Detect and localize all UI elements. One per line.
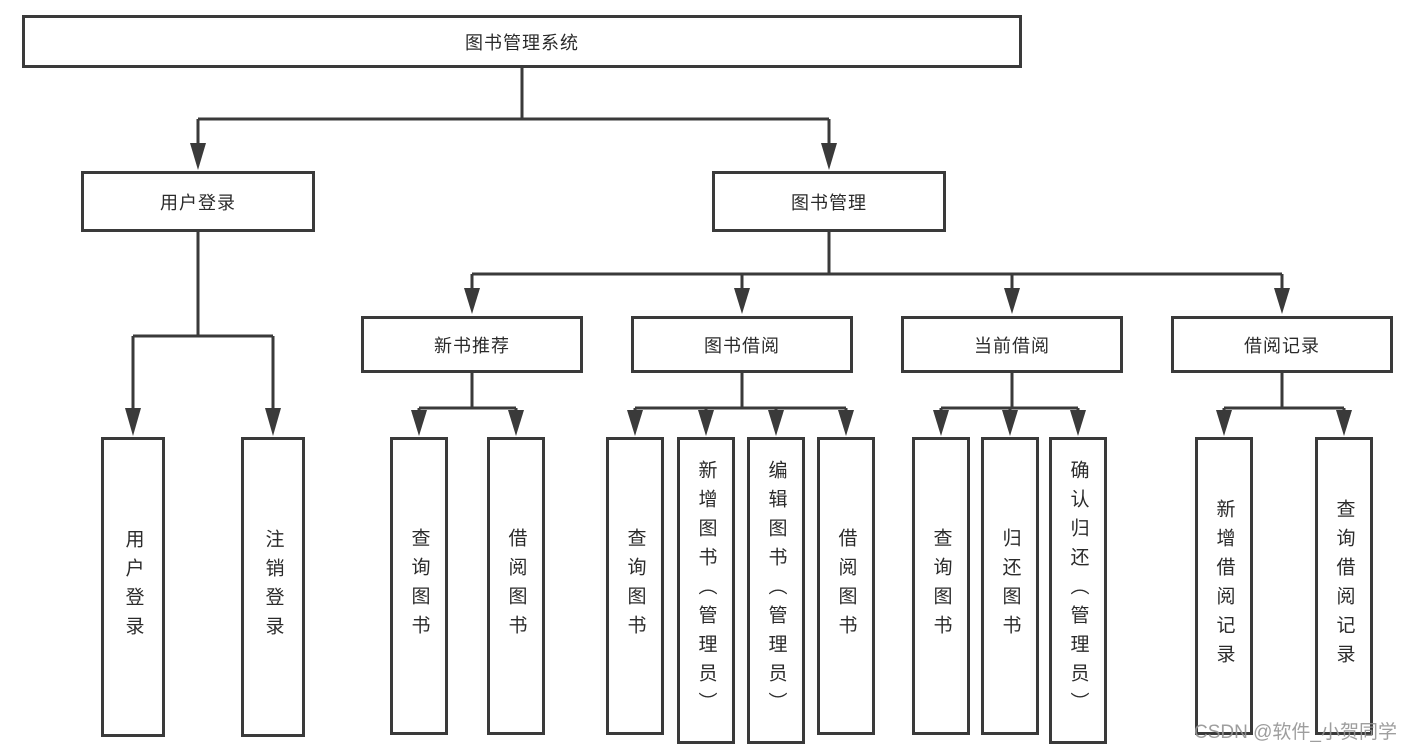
leaf-logout-login-label: 注销登录 (262, 529, 284, 645)
leaf-edit-books-admin-label: 编辑图书（管理员） (765, 460, 787, 721)
node-new-book-recommend: 新书推荐 (361, 316, 583, 373)
leaf-recommend-query-books-label: 查询图书 (408, 528, 430, 644)
node-borrowing-records-label: 借阅记录 (1244, 335, 1320, 356)
node-user-login: 用户登录 (81, 171, 315, 232)
leaf-recommend-borrow-books-label: 借阅图书 (505, 528, 527, 644)
leaf-current-query-books-label: 查询图书 (930, 528, 952, 644)
node-book-management-label: 图书管理 (791, 192, 867, 213)
node-book-management: 图书管理 (712, 171, 946, 232)
leaf-recommend-query-books: 查询图书 (390, 437, 448, 735)
node-book-borrowing-label: 图书借阅 (704, 335, 780, 356)
node-new-book-recommend-label: 新书推荐 (434, 335, 510, 356)
leaf-logout-login: 注销登录 (241, 437, 305, 737)
node-current-borrowing: 当前借阅 (901, 316, 1123, 373)
node-book-borrowing: 图书借阅 (631, 316, 853, 373)
leaf-user-login: 用户登录 (101, 437, 165, 737)
leaf-add-books-admin-label: 新增图书（管理员） (695, 460, 717, 721)
leaf-borrowing-borrow-books-label: 借阅图书 (835, 528, 857, 644)
node-current-borrowing-label: 当前借阅 (974, 335, 1050, 356)
leaf-edit-books-admin: 编辑图书（管理员） (747, 437, 805, 744)
leaf-confirm-return-admin-label: 确认归还（管理员） (1067, 460, 1089, 721)
leaf-borrowing-borrow-books: 借阅图书 (817, 437, 875, 735)
leaf-query-borrow-record: 查询借阅记录 (1315, 437, 1373, 735)
leaf-confirm-return-admin: 确认归还（管理员） (1049, 437, 1107, 744)
leaf-borrowing-query-books: 查询图书 (606, 437, 664, 735)
leaf-add-borrow-record: 新增借阅记录 (1195, 437, 1253, 735)
leaf-return-books: 归还图书 (981, 437, 1039, 735)
leaf-recommend-borrow-books: 借阅图书 (487, 437, 545, 735)
leaf-query-borrow-record-label: 查询借阅记录 (1333, 499, 1355, 673)
leaf-return-books-label: 归还图书 (999, 528, 1021, 644)
leaf-add-borrow-record-label: 新增借阅记录 (1213, 499, 1235, 673)
leaf-add-books-admin: 新增图书（管理员） (677, 437, 735, 744)
node-library-system-label: 图书管理系统 (465, 32, 579, 53)
csdn-watermark: CSDN @软件_小贺同学 (1194, 722, 1397, 743)
leaf-current-query-books: 查询图书 (912, 437, 970, 735)
node-user-login-label: 用户登录 (160, 192, 236, 213)
leaf-user-login-label: 用户登录 (122, 529, 144, 645)
leaf-borrowing-query-books-label: 查询图书 (624, 528, 646, 644)
node-library-system: 图书管理系统 (22, 15, 1022, 68)
node-borrowing-records: 借阅记录 (1171, 316, 1393, 373)
